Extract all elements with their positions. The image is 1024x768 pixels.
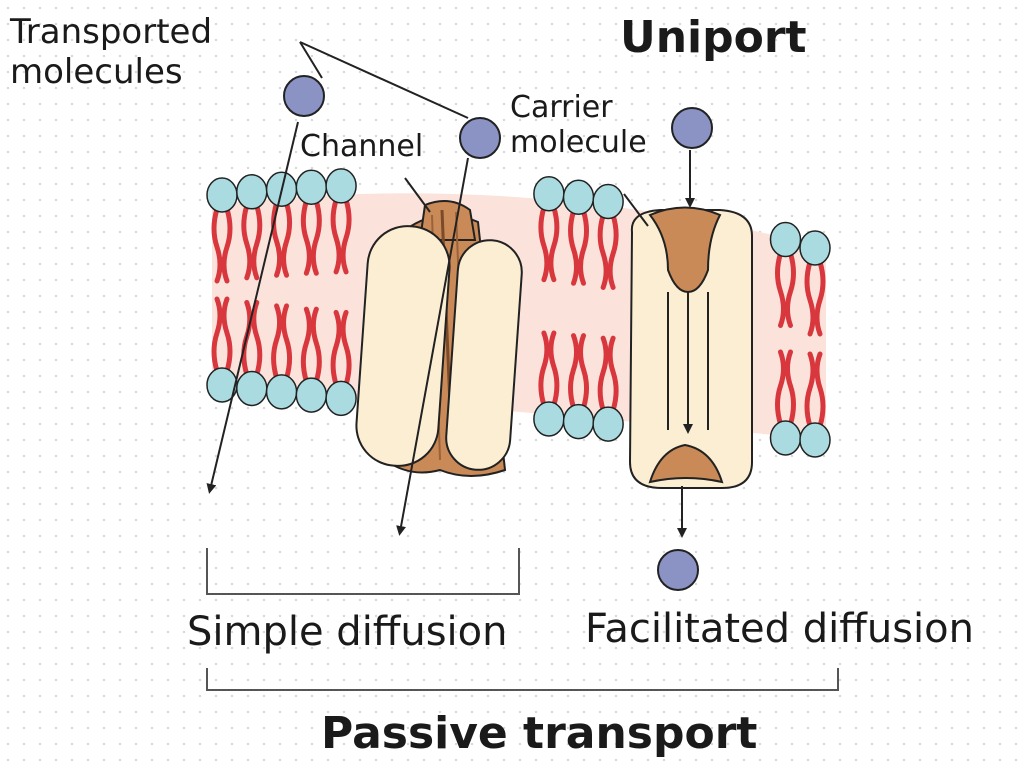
lipid-tail [784, 349, 796, 427]
lipid-tail [211, 296, 223, 374]
transported-molecules-label: Transported molecules [10, 12, 213, 93]
lipid-tail [340, 197, 352, 275]
lipid-tails [211, 197, 826, 429]
category-brackets [206, 548, 839, 691]
lipid-head [592, 406, 624, 442]
lipid-tail [774, 349, 786, 427]
lipid-tail [568, 208, 580, 286]
lipid-head [562, 179, 595, 216]
lipid-tail [538, 205, 550, 283]
transported-molecule [657, 549, 699, 591]
lipid-tail [281, 303, 293, 381]
lipid-head [799, 422, 831, 458]
passive-transport-label: Passive transport [321, 708, 758, 759]
lipid-tail [281, 200, 293, 278]
pointer-transported-to-molecule-1 [299, 41, 323, 79]
carrier-molecule-label: Carrier molecule [510, 90, 647, 161]
channel-arrow [396, 157, 469, 536]
lipid-tail [804, 259, 816, 337]
lipid-head [236, 174, 268, 210]
lipid-head [325, 168, 357, 204]
transported-molecule [459, 117, 501, 159]
lipid-tail [597, 212, 609, 290]
transported-molecule [671, 107, 713, 149]
lipid-tail [578, 208, 590, 286]
label-pointer-lines [299, 41, 649, 227]
lipid-tail [251, 203, 263, 281]
lipid-head [206, 177, 238, 213]
lipid-head [769, 420, 802, 456]
lipid-tail [271, 200, 283, 278]
diagram-title: Uniport [620, 12, 807, 63]
lipid-tail [300, 198, 312, 276]
channel-protein [355, 200, 523, 477]
lipid-head [562, 403, 595, 440]
pointer-carrier [623, 193, 649, 227]
lipid-tail [804, 351, 816, 429]
lipid-head [325, 380, 357, 417]
lipid-head [236, 370, 268, 407]
lipid-tail [330, 197, 342, 275]
lipid-tail [578, 333, 590, 411]
passive-transport-bracket [206, 668, 839, 691]
lipid-head [592, 183, 624, 220]
lipid-head [533, 401, 565, 437]
lipid-tail [271, 303, 283, 381]
lipid-tail [241, 203, 253, 281]
lipid-tail [251, 299, 263, 377]
lipid-tail [784, 251, 796, 329]
carrier-protein [628, 206, 753, 489]
lipid-tail [597, 335, 609, 413]
lipid-tail [607, 335, 619, 413]
transported-molecules [283, 75, 713, 591]
simple-diffusion-label: Simple diffusion [187, 609, 508, 655]
lipid-tail [548, 330, 560, 408]
simple-diffusion-bracket [206, 548, 520, 595]
pointer-channel [404, 177, 431, 213]
lipid-heads [206, 168, 831, 458]
transport-arrows [206, 121, 695, 538]
lipid-head [265, 374, 298, 410]
lipid-tail [538, 330, 550, 408]
lipid-tail [310, 306, 322, 384]
pointer-transported-to-molecule-2 [299, 41, 469, 119]
lipid-tail [548, 205, 560, 283]
lipid-tail [814, 259, 826, 337]
lipid-tail [774, 251, 786, 329]
lipid-tail [211, 206, 223, 284]
lipid-head [533, 175, 565, 212]
lipid-tail [340, 309, 352, 387]
transported-molecule [283, 75, 325, 117]
lipid-tail [814, 351, 826, 429]
channel-label: Channel [300, 129, 424, 164]
lipid-head [799, 230, 831, 266]
lipid-tail [568, 333, 580, 411]
lipid-tail [330, 309, 342, 387]
lipid-head [295, 377, 328, 413]
lipid-tail [310, 198, 322, 276]
lipid-tail [300, 306, 312, 384]
lipid-head [295, 169, 328, 206]
lipid-tail [607, 212, 619, 290]
lipid-tail [221, 206, 233, 284]
lipid-tail [221, 296, 233, 374]
lipid-head [769, 221, 802, 258]
facilitated-diffusion-label: Facilitated diffusion [585, 606, 974, 652]
simple-diffusion-arrow [206, 121, 299, 494]
